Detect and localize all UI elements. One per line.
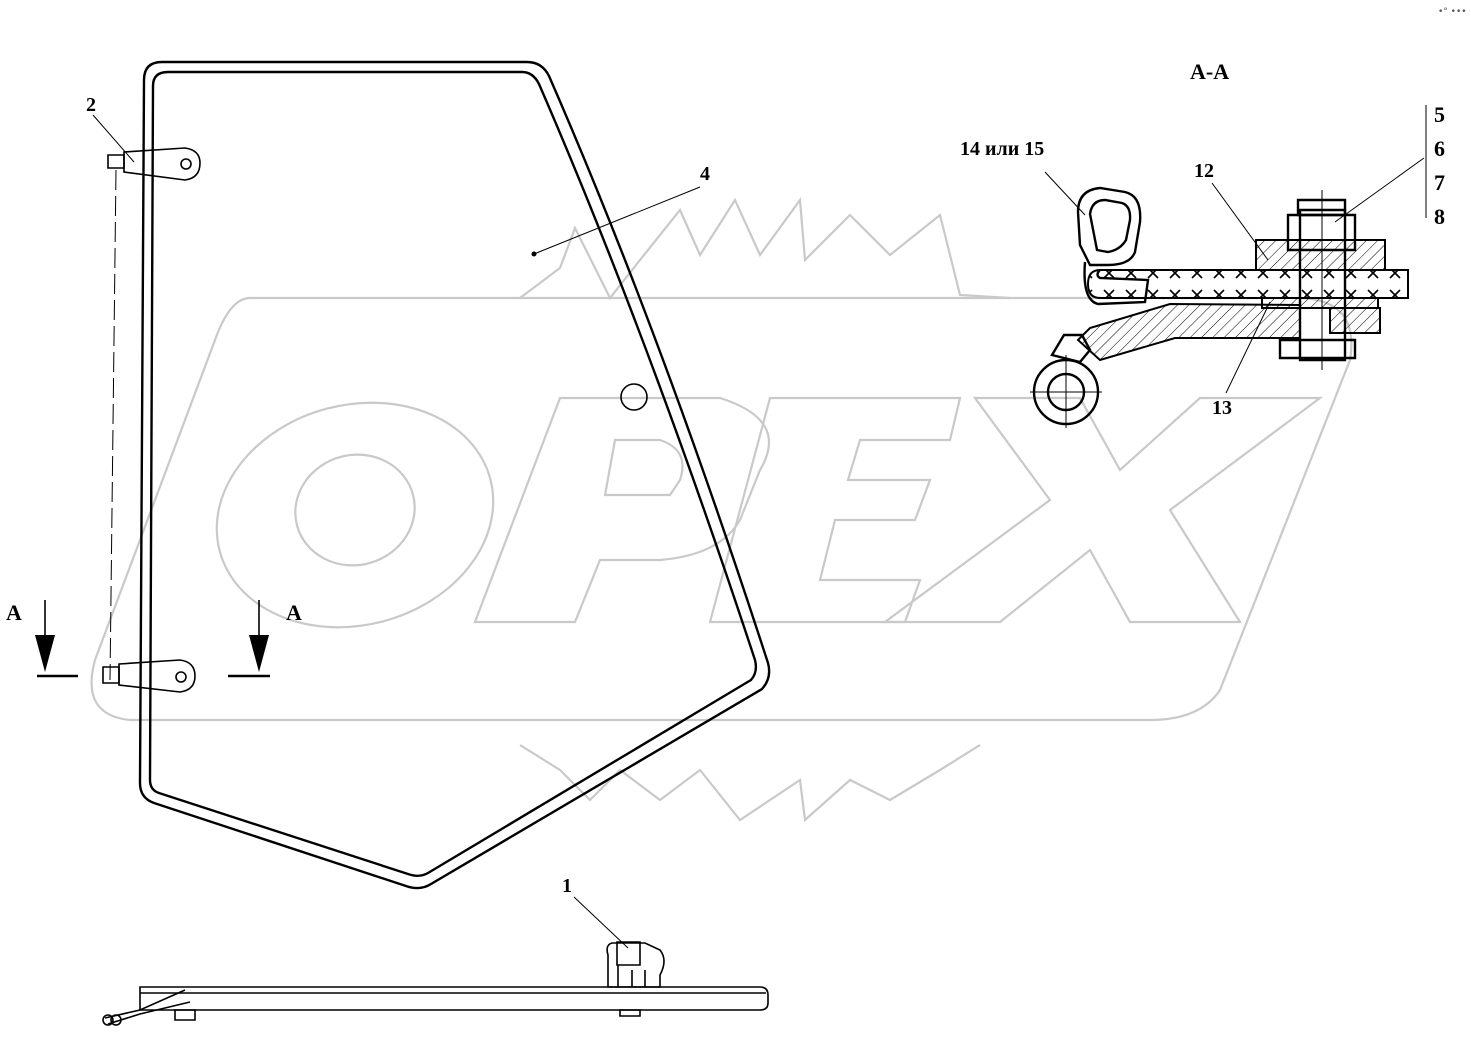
glass-section [1086,269,1409,299]
glass-panel [109,60,771,890]
callout-12: 12 [1194,160,1214,182]
watermark-frame [90,296,1353,722]
hinge-bottom [102,659,196,693]
callout-14-15: 14 или 15 [960,138,1044,160]
section-marker-right [228,600,270,678]
corner-mark: •° ••• [1438,7,1467,17]
hinge-top [92,114,201,181]
leader-line-4 [533,186,701,255]
callout-7: 7 [1434,170,1445,195]
callout-5: 5 [1434,102,1445,127]
panel-hole [620,383,648,411]
hinge-axis-line [109,169,117,681]
watermark-text [215,396,1324,629]
seal-profile [1076,186,1142,267]
section-letter-left: А [6,600,22,625]
panel-frame-inner [148,70,758,877]
callout-6: 6 [1434,136,1445,161]
callout-4: 4 [700,163,710,185]
callout-13: 13 [1212,397,1232,419]
bolt [1298,208,1347,362]
callout-2: 2 [86,94,96,116]
section-letter-right: А [286,600,302,625]
callout-1: 1 [562,875,572,897]
side-view [102,896,769,1026]
callout-8: 8 [1434,204,1445,229]
bracket-13 [1076,302,1301,362]
section-title: А-А [1190,59,1229,84]
section-detail [1030,105,1427,428]
panel-frame-outer [138,60,771,890]
watermark-gear-outline [519,196,1011,823]
section-marker-left [35,600,78,678]
